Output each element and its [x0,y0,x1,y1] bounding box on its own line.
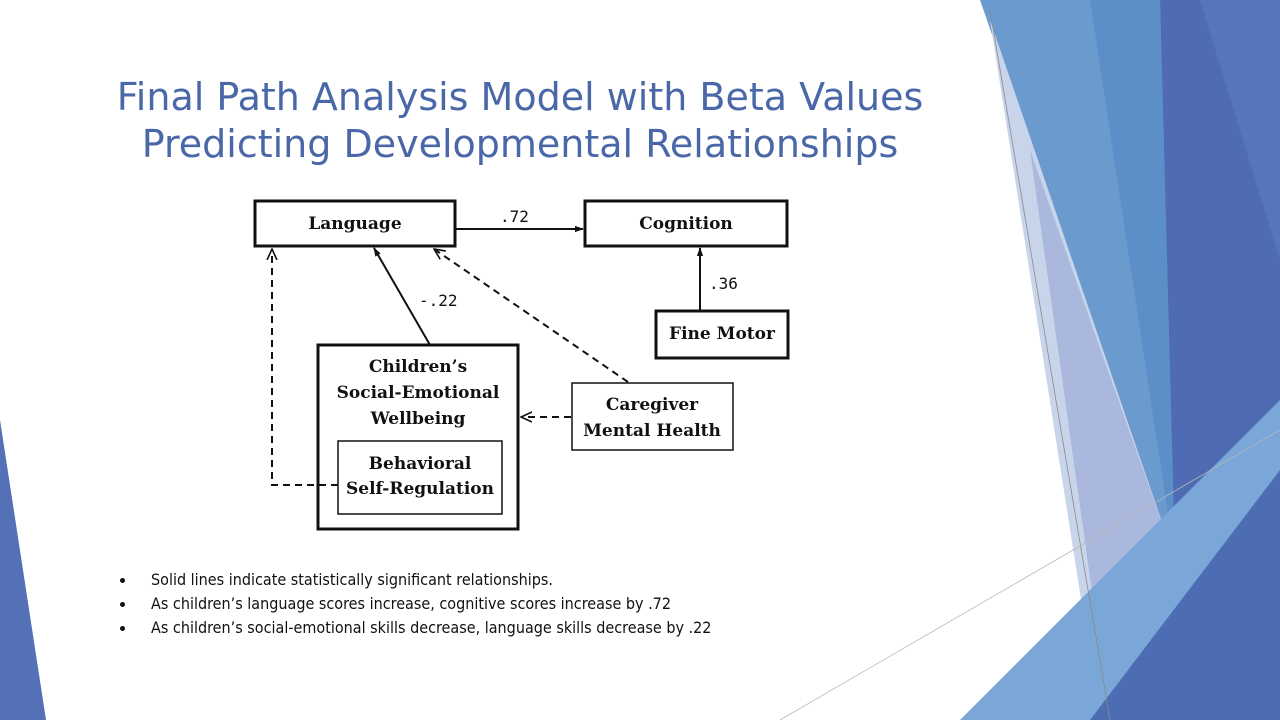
node-behavioral-line-1: Behavioral [369,454,472,474]
node-language: Language [253,199,457,248]
node-fine-motor-label: Fine Motor [669,324,776,344]
edge-label-72: .72 [500,207,529,226]
slide-title-line-1: Final Path Analysis Model with Beta Valu… [116,75,924,119]
thin-line-a [989,9,1111,720]
node-behavioral: Behavioral Self-Regulation [337,440,503,515]
node-caregiver-line-2: Mental Health [583,421,721,441]
bullet-item: As children’s social-emotional skills de… [120,616,1000,640]
left-accent-shape [0,420,46,720]
edge-social-emotional-to-language [373,247,431,346]
node-behavioral-line-2: Self-Regulation [346,479,494,499]
node-caregiver: Caregiver Mental Health [571,382,734,451]
node-social-emotional-line-3: Wellbeing [370,409,466,429]
slide-title: Final Path Analysis Model with Beta Valu… [60,74,980,168]
node-social-emotional-line-2: Social-Emotional [337,383,500,403]
node-language-label: Language [308,214,401,234]
bullet-list: Solid lines indicate statistically signi… [120,568,1000,640]
node-cognition-label: Cognition [639,214,733,234]
bullet-item: As children’s language scores increase, … [120,592,1000,616]
edge-label-neg22: -.22 [419,291,458,310]
bullet-item: Solid lines indicate statistically signi… [120,568,1000,592]
node-caregiver-line-1: Caregiver [606,395,699,415]
node-cognition: Cognition [583,199,789,248]
node-social-emotional-line-1: Children’s [369,357,467,377]
right-panel-bottom-deep [1090,470,1280,720]
slide-title-line-2: Predicting Developmental Relationships [141,122,899,166]
right-panel-blue-strip [1090,0,1175,560]
edge-behavioral-to-language [272,249,338,486]
node-fine-motor: Fine Motor [654,309,790,360]
edge-caregiver-to-language [434,249,629,383]
thin-line-b [779,429,1280,720]
right-panel-top-deep [1200,0,1280,260]
edge-label-36: .36 [709,274,738,293]
